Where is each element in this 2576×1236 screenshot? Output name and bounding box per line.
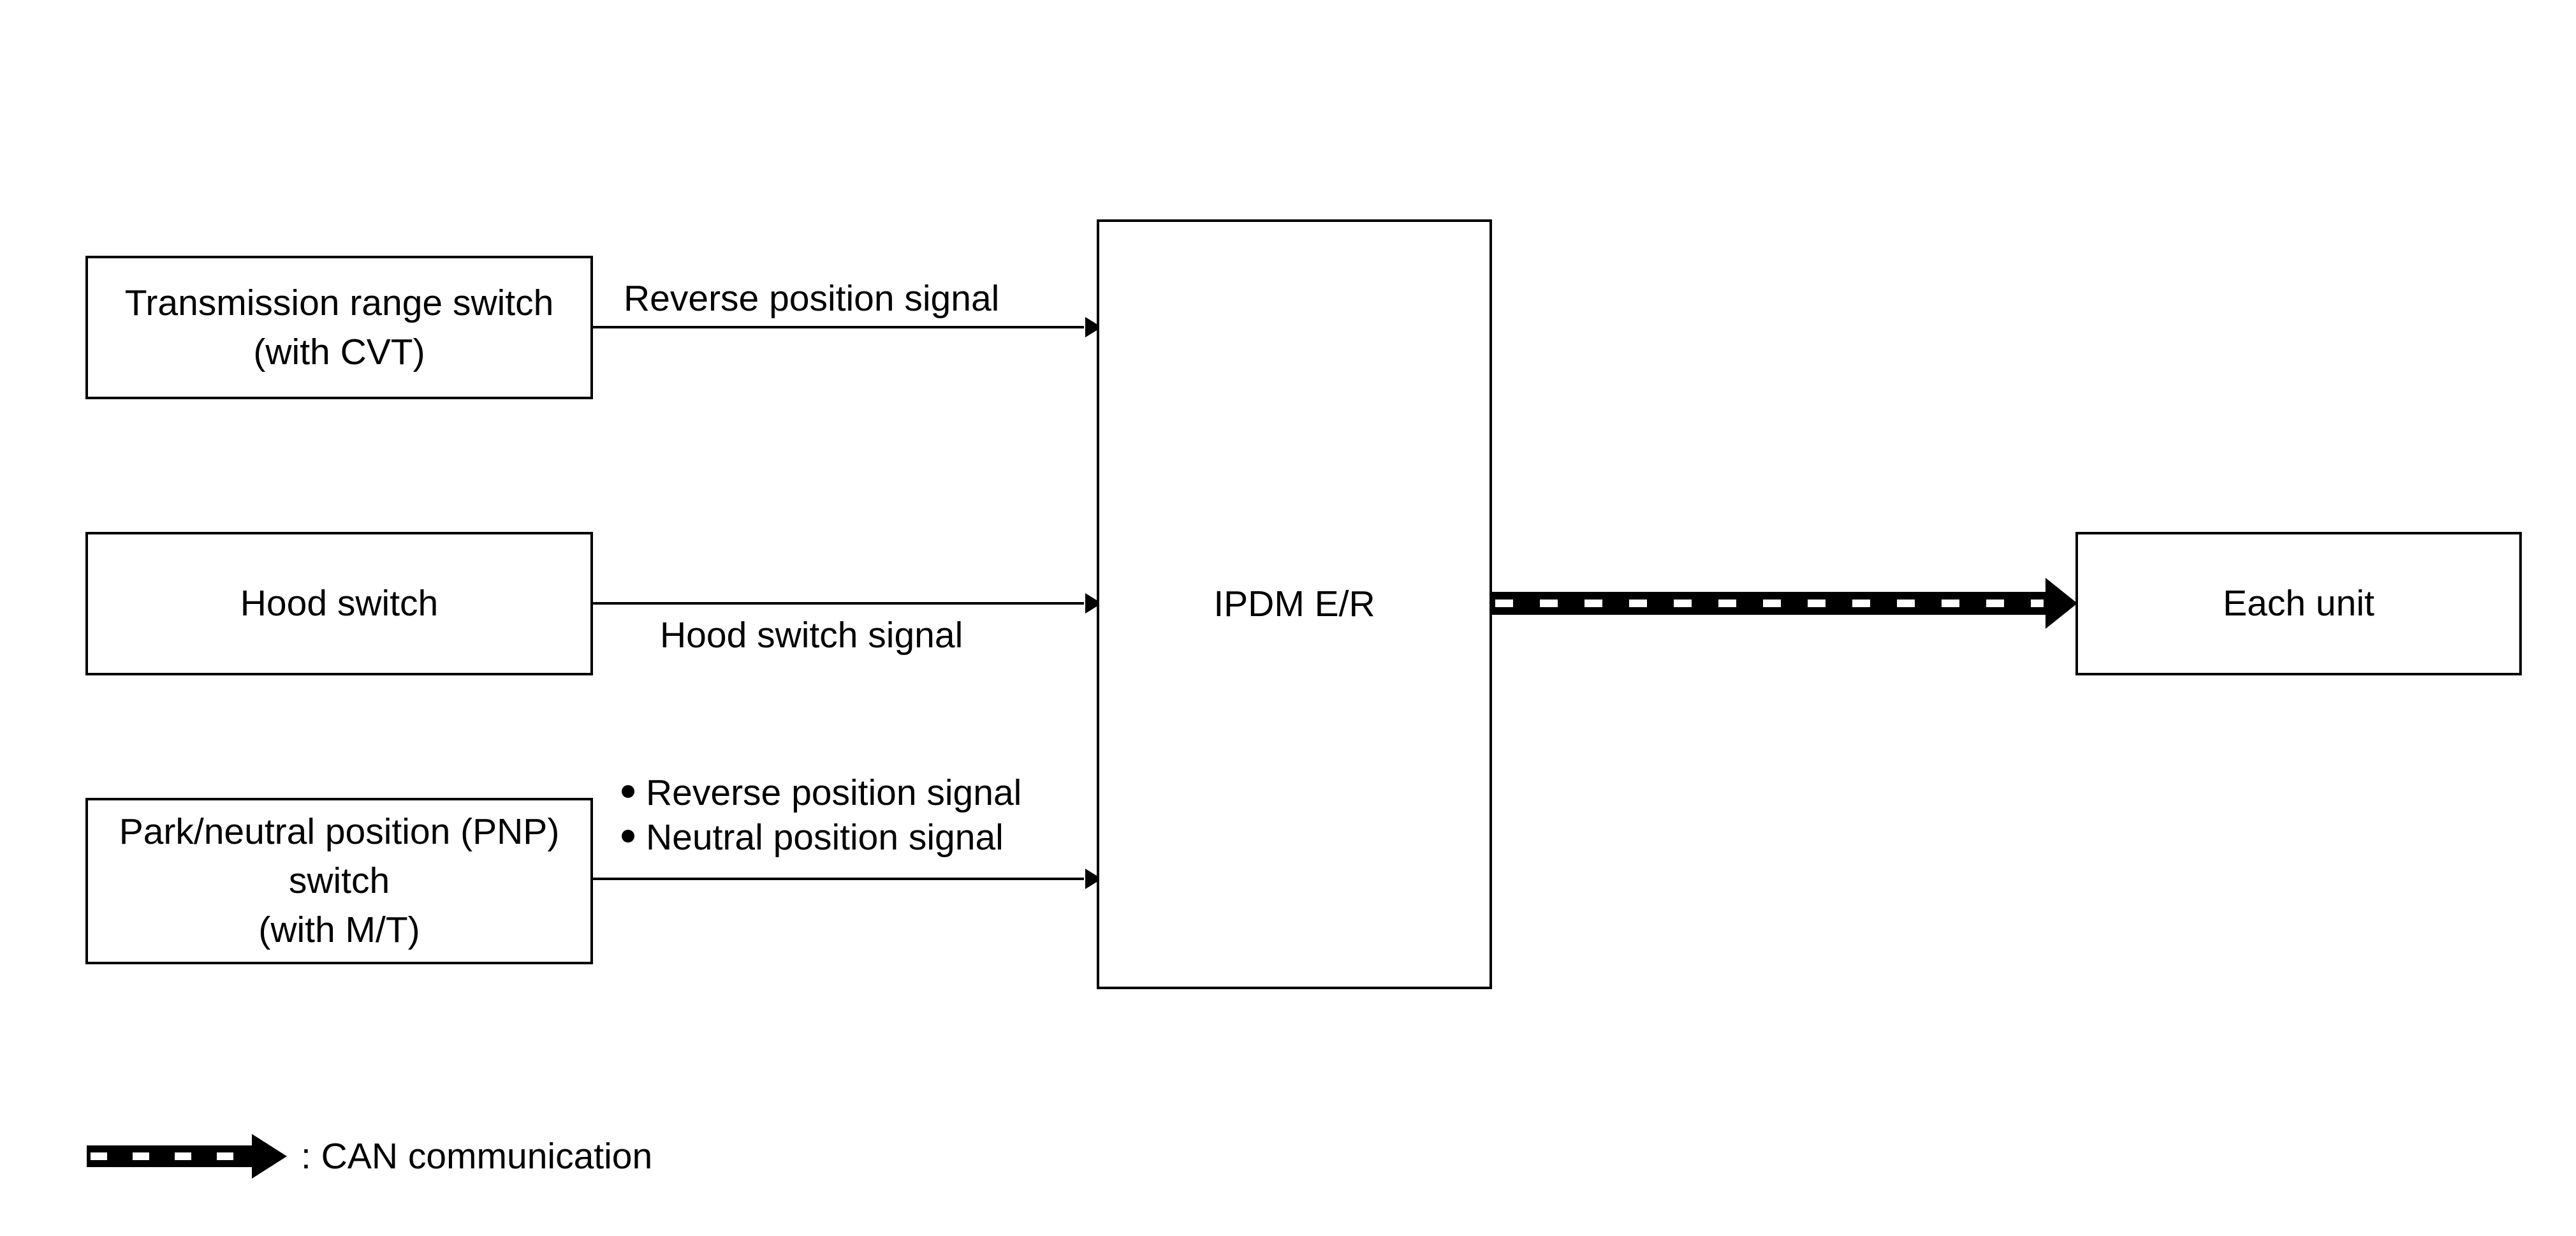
pnp-signal-item: Reverse position signal	[622, 770, 1021, 815]
pnp-signal-arrow	[591, 869, 1102, 889]
bullet-icon	[622, 829, 634, 842]
pnp-label-line1: Park/neutral position (PNP)	[119, 811, 560, 852]
pnp-signal-reverse: Reverse position signal	[646, 772, 1022, 813]
legend-can-symbol	[87, 1134, 287, 1179]
can-communication-arrow	[1492, 578, 2077, 629]
each-unit-label: Each unit	[2223, 583, 2375, 624]
pnp-switch-block: Park/neutral position (PNP) switch (with…	[85, 798, 593, 964]
hood-signal-arrow	[591, 593, 1102, 614]
hood-switch-block: Hood switch	[85, 532, 593, 675]
trs-label-line2: (with CVT)	[253, 331, 425, 372]
pnp-signal-neutral: Neutral position signal	[646, 817, 1004, 858]
pnp-signal-item: Neutral position signal	[622, 815, 1021, 860]
pnp-label-line2: switch	[288, 860, 390, 901]
each-unit-block: Each unit	[2075, 532, 2522, 675]
hood-switch-label: Hood switch	[240, 583, 439, 624]
trs-signal-arrow	[591, 317, 1102, 337]
ipdm-er-block: IPDM E/R	[1097, 219, 1492, 989]
hood-signal-label: Hood switch signal	[660, 615, 963, 656]
trs-label-line1: Transmission range switch	[124, 282, 554, 323]
pnp-signal-list: Reverse position signal Neutral position…	[622, 770, 1021, 860]
legend-can-label: : CAN communication	[301, 1136, 653, 1177]
ipdm-er-label: IPDM E/R	[1213, 584, 1375, 624]
trs-signal-label: Reverse position signal	[624, 278, 1000, 319]
pnp-label-line3: (with M/T)	[258, 909, 420, 950]
bullet-icon	[622, 784, 634, 798]
transmission-range-switch-block: Transmission range switch (with CVT)	[85, 256, 593, 399]
